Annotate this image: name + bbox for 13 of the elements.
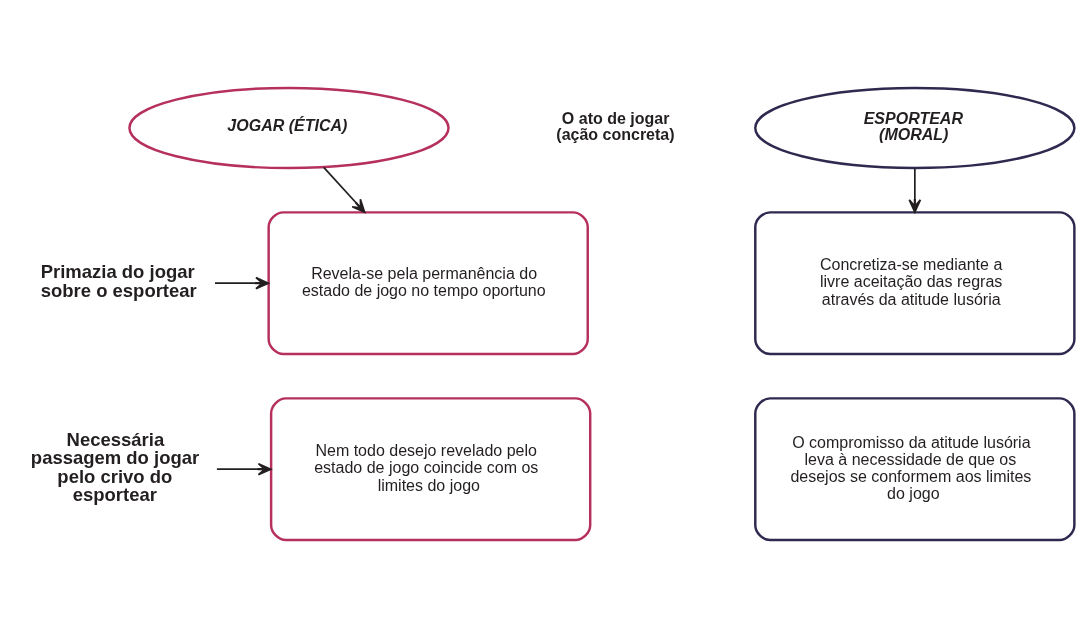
- arrow: [214, 276, 270, 290]
- node-box: Concretiza-se mediante a livre aceitação das regras através da atitude lusória: [754, 211, 1076, 356]
- node-ellipse: ESPORTEAR (MORAL): [754, 86, 1076, 170]
- arrow: [908, 167, 922, 214]
- node-ellipse: JOGAR (ÉTICA): [128, 86, 450, 170]
- node-box: O compromisso da atitude lusória leva à necessidade de que os desejos se conformem aos limites do jogo: [754, 397, 1076, 542]
- node-box: Revela-se pela permanência do estado de jogo no tempo oportuno: [267, 211, 589, 356]
- arrow: [216, 462, 272, 476]
- node-text: Primazia do jogar sobre o esportear: [40, 261, 197, 301]
- node-box: Nem todo desejo revelado pelo estado de jogo coincide com os limites do jogo: [269, 397, 592, 542]
- node-text: O ato de jogar (ação concreta): [556, 109, 675, 143]
- node-text: Necessária passagem do jogar pelo crivo do esportear: [30, 428, 200, 506]
- arrow: [322, 166, 366, 214]
